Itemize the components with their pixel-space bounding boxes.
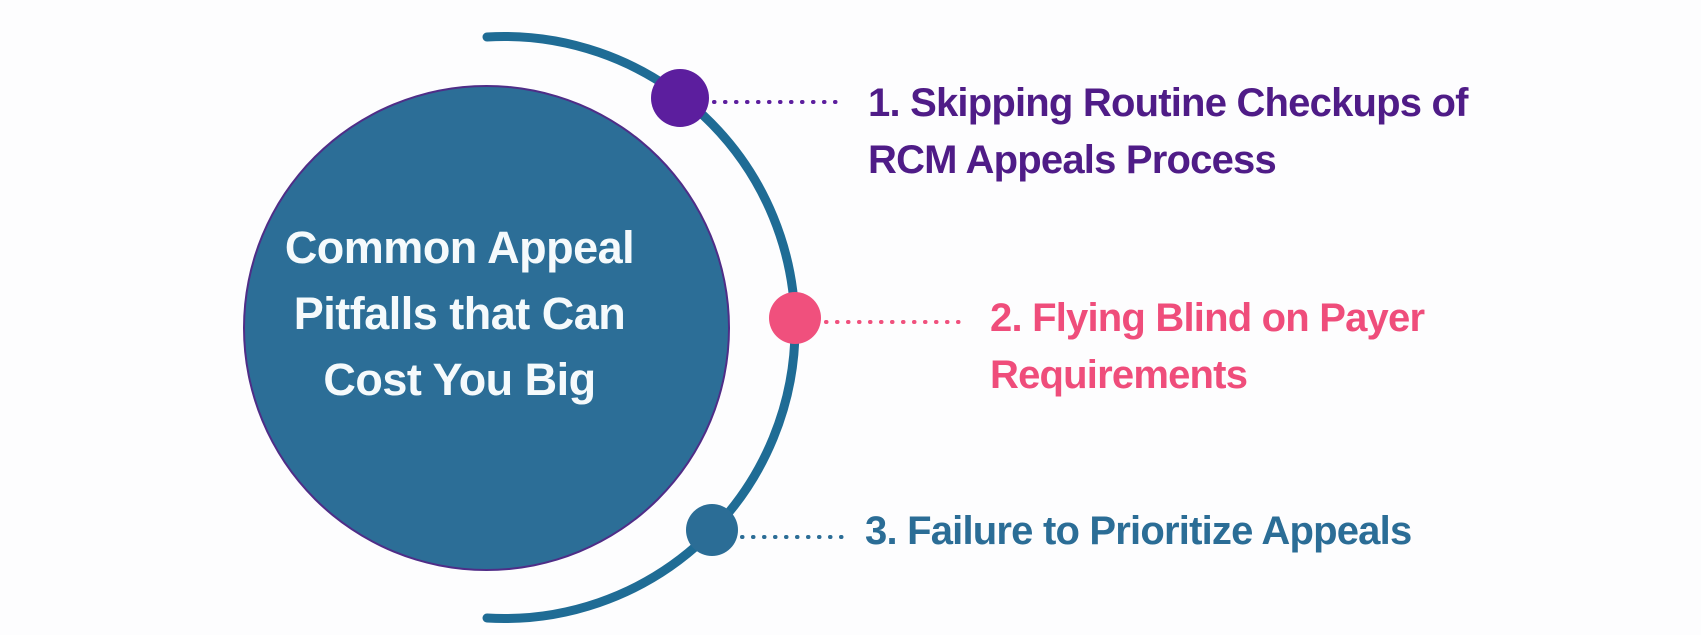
central-title: Common Appeal Pitfalls that Can Cost You… [284,215,635,413]
item-1-label-line-2: RCM Appeals Process [868,138,1277,182]
item-2-bullet-dot-icon [769,292,821,344]
item-2-label: 2. Flying Blind on Payer Requirements [990,290,1425,404]
item-1-label-line-1: 1. Skipping Routine Checkups of [868,81,1469,125]
item-2-label-line-1: 2. Flying Blind on Payer [990,296,1425,340]
central-circle: Common Appeal Pitfalls that Can Cost You… [243,85,730,571]
central-title-line-3: Cost You Big [323,354,596,405]
item-1-bullet-dot-icon [651,69,709,127]
item-3-label: 3. Failure to Prioritize Appeals [865,503,1412,560]
item-2-label-line-2: Requirements [990,353,1248,397]
item-3-label-line-1: 3. Failure to Prioritize Appeals [865,509,1412,553]
central-title-line-2: Pitfalls that Can [293,288,626,339]
item-1-label: 1. Skipping Routine Checkups of RCM Appe… [868,75,1469,189]
item-3-bullet-dot-icon [686,504,738,556]
central-title-line-1: Common Appeal [284,222,635,273]
